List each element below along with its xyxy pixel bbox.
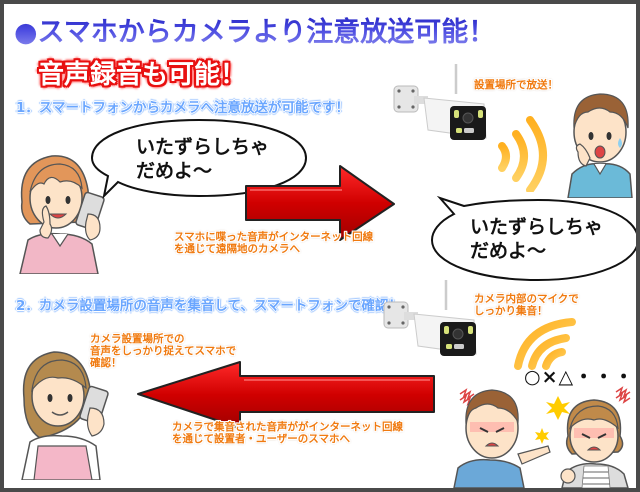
section2-user-caption-line3: 確認！: [90, 356, 122, 369]
section2-heading: 2．カメラ設置場所の音声を集音して、スマートフォンで確認！: [16, 298, 402, 314]
section2-user-caption-line1: カメラ設置場所での: [90, 333, 185, 345]
section2-camera-badge: カメラ内部のマイクで しっかり集音！: [474, 293, 579, 317]
infographic-panel: ●スマホからカメラより注意放送可能！ 音声録音も可能！ 1．スマートフォンからカ…: [4, 4, 636, 488]
section1-arrow-caption-line2: を通じて遠隔地のカメラへ: [174, 242, 300, 255]
section2-user-caption-line2: 音声をしっかり捉えてスマホで: [90, 344, 237, 357]
camera-speech-bubble: いたずらしちゃ だめよ～: [428, 192, 636, 284]
camera-bubble-line2: だめよ～: [470, 239, 547, 262]
section1-heading: 1．スマートフォンからカメラへ注意放送が可能です！: [16, 100, 349, 116]
sound-wave-icon: [494, 112, 554, 192]
user-bubble-line1: いたずらしちゃ: [136, 136, 270, 158]
section2-arrow-caption-line1: カメラで集音された音声ががインターネット回線: [172, 421, 403, 433]
section2-arrow-caption-line2: を通じて設置者・ユーザーのスマホへ: [172, 432, 350, 445]
user-speech-bubble: いたずらしちゃ だめよ～: [84, 116, 314, 200]
section2-camera-badge-line1: カメラ内部のマイクで: [474, 293, 579, 305]
woman-listening-phone-icon: [10, 338, 114, 480]
section2-user-caption: カメラ設置場所での 音声をしっかり捉えてスマホで 確認！: [90, 333, 237, 369]
user-bubble-line2: だめよ～: [136, 159, 213, 182]
section1-arrow-caption-line1: スマホに喋った音声がインターネット回線: [174, 231, 374, 243]
red-arrow-right-icon: [244, 162, 398, 244]
section1-arrow-caption: スマホに喋った音声がインターネット回線 を通じて遠隔地のカメラへ: [174, 231, 374, 256]
section2-camera-badge-line2: しっかり集音！: [474, 304, 548, 317]
arguing-couple-icon: [448, 376, 636, 488]
red-arrow-left-icon: [134, 360, 438, 432]
subtitle: 音声録音も可能！: [38, 60, 247, 90]
section1-camera-badge: 設置場所で放送！: [474, 79, 558, 91]
surprised-man-icon: [564, 82, 636, 198]
camera-bubble-line1: いたずらしちゃ: [470, 216, 604, 238]
woman-with-phone-icon: [10, 142, 110, 274]
security-camera-icon: [380, 280, 480, 360]
security-camera-icon: [390, 64, 490, 144]
shout-text: ○×△・・・: [524, 366, 635, 388]
sound-wave-icon: [510, 310, 590, 374]
main-title: ●スマホからカメラより注意放送可能！: [14, 10, 495, 49]
section2-arrow-caption: カメラで集音された音声ががインターネット回線 を通じて設置者・ユーザーのスマホへ: [172, 421, 403, 446]
